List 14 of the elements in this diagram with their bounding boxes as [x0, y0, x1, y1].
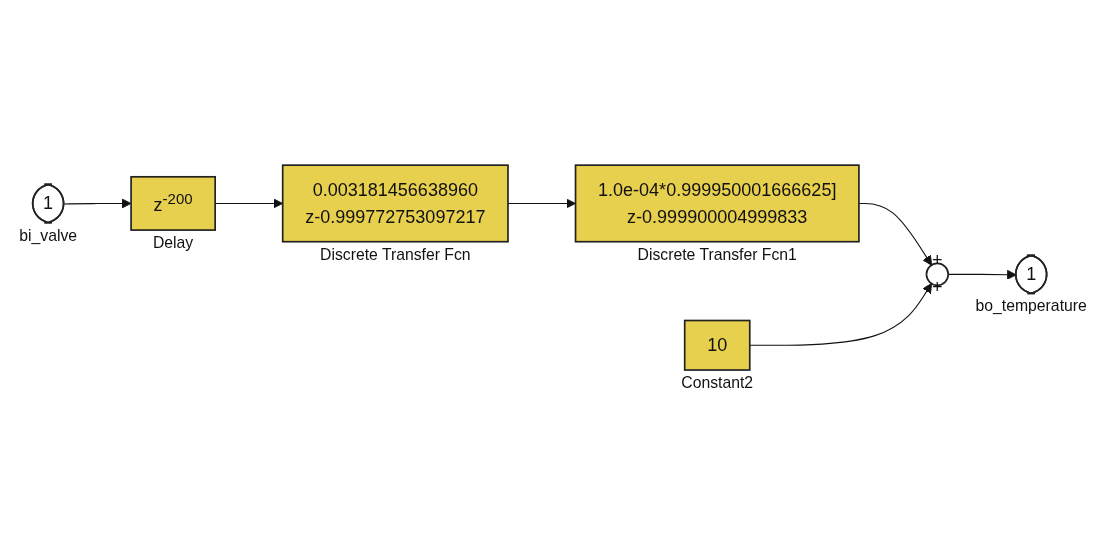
block-caption: Discrete Transfer Fcn1	[637, 245, 797, 263]
arrow	[749, 283, 932, 346]
block-caption: bo_temperature	[975, 297, 1087, 315]
block-caption: Delay	[153, 234, 194, 252]
arrow	[858, 202, 932, 266]
node-box: 1.0e-04*0.999950001666625] z-0.999900004999833	[574, 164, 860, 243]
block-caption: bi_valve	[19, 226, 78, 244]
node-box: z$^{-200}$	[130, 175, 216, 231]
block-caption: Constant2	[681, 374, 754, 392]
block-caption: Discrete Transfer Fcn	[320, 245, 471, 263]
arrow	[63, 198, 132, 209]
arrow	[507, 198, 576, 209]
node-box: 0.003181456638960 z-0.999772753097217	[281, 164, 509, 243]
node-box: 10	[683, 319, 751, 371]
